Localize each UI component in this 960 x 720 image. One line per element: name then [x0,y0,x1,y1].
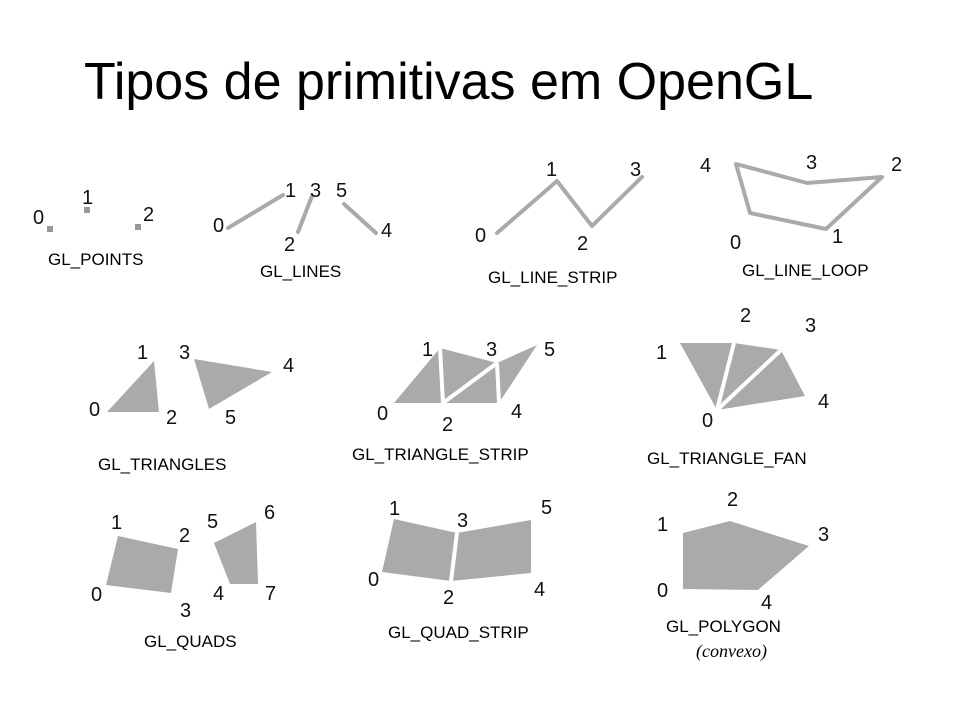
vertex-label-5: 5 [541,497,552,519]
edge-divider [715,342,736,411]
triangle-fan-shape [680,343,805,410]
gl-points-diagram: 0 1 2 GL_POINTS [33,187,154,269]
gl-triangle-fan-diagram: 0 1 2 3 4 GL_TRIANGLE_FAN [647,305,829,468]
gl-quad-strip-diagram: 0 1 2 3 4 5 GL_QUAD_STRIP [368,497,552,642]
gl-triangles-caption: GL_TRIANGLES [98,455,227,474]
vertex-label-4: 4 [700,155,711,177]
gl-line-strip-diagram: 0 1 2 3 GL_LINE_STRIP [475,159,644,287]
vertex-label-4: 4 [283,355,294,377]
vertex-label-5: 5 [336,180,347,202]
line-segment [342,202,378,235]
vertex-label-0: 0 [89,399,100,421]
vertex-label-4: 4 [761,592,772,614]
gl-line-strip-caption: GL_LINE_STRIP [488,268,617,287]
vertex-label-3: 3 [180,600,191,622]
vertex-label-5: 5 [544,339,555,361]
vertex-label-2: 2 [443,587,454,609]
vertex-label-4: 4 [213,583,224,605]
gl-triangle-fan-caption: GL_TRIANGLE_FAN [647,449,807,468]
vertex-label-0: 0 [368,569,379,591]
vertex-label-2: 2 [740,305,751,327]
vertex-label-1: 1 [657,514,668,536]
vertex-label-0: 0 [33,207,44,229]
vertex-label-3: 3 [486,339,497,361]
vertex-label-1: 1 [656,342,667,364]
vertex-label-2: 2 [442,414,453,436]
vertex-label-3: 3 [630,159,641,181]
vertex-label-3: 3 [310,180,321,202]
vertex-label-0: 0 [657,580,668,602]
vertex-label-2: 2 [166,407,177,429]
vertex-label-5: 5 [207,511,218,533]
gl-triangles-diagram: 0 1 2 3 4 5 GL_TRIANGLES [89,342,294,474]
gl-quads-diagram: 0 1 2 3 4 5 6 7 GL_QUADS [91,502,276,651]
vertex-label-1: 1 [82,187,93,209]
vertex-label-4: 4 [511,401,522,423]
triangle-strip-shape [394,345,537,403]
vertex-label-4: 4 [534,579,545,601]
vertex-label-4: 4 [818,391,829,413]
point-1 [84,207,90,213]
vertex-label-1: 1 [546,159,557,181]
vertex-label-3: 3 [818,524,829,546]
vertex-label-6: 6 [264,502,275,524]
gl-points-caption: GL_POINTS [48,250,143,269]
edge-divider [715,348,783,412]
vertex-label-2: 2 [727,489,738,511]
vertex-label-1: 1 [832,226,843,248]
triangle-shape [194,359,272,409]
vertex-label-2: 2 [179,525,190,547]
vertex-label-0: 0 [730,232,741,254]
vertex-label-7: 7 [265,583,276,605]
gl-lines-diagram: 0 1 2 3 4 5 GL_LINES [213,180,392,281]
vertex-label-4: 4 [381,220,392,242]
gl-quad-strip-caption: GL_QUAD_STRIP [388,623,529,642]
gl-line-loop-caption: GL_LINE_LOOP [742,261,869,280]
vertex-label-2: 2 [143,204,154,226]
vertex-label-2: 2 [891,154,902,176]
line-strip [495,175,644,235]
gl-polygon-caption: GL_POLYGON [666,617,781,636]
vertex-label-1: 1 [137,342,148,364]
gl-lines-caption: GL_LINES [260,262,341,281]
triangle-shape [107,361,159,412]
edge-divider [441,361,499,405]
vertex-label-3: 3 [805,315,816,337]
edge-divider [495,362,501,404]
gl-line-loop-diagram: 0 1 2 3 4 GL_LINE_LOOP [700,152,902,280]
polygon-shape [683,521,809,590]
quad-shape [214,522,258,584]
vertex-label-1: 1 [111,512,122,534]
vertex-label-0: 0 [377,403,388,425]
point-0 [47,226,53,232]
vertex-label-3: 3 [179,342,190,364]
vertex-label-0: 0 [702,410,713,432]
gl-triangle-strip-diagram: 0 1 2 3 4 5 GL_TRIANGLE_STRIP [352,339,555,464]
vertex-label-1: 1 [422,339,433,361]
vertex-label-0: 0 [213,215,224,237]
gl-triangle-strip-caption: GL_TRIANGLE_STRIP [352,445,529,464]
vertex-label-1: 1 [389,498,400,520]
gl-polygon-subcaption: (convexo) [696,641,767,662]
line-loop [734,162,884,231]
quad-shape [106,536,178,593]
vertex-label-0: 0 [91,584,102,606]
vertex-label-2: 2 [577,233,588,255]
line-segment [226,193,285,230]
vertex-label-5: 5 [225,407,236,429]
gl-quads-caption: GL_QUADS [144,632,237,651]
line-segment [296,194,314,234]
edge-divider [449,532,459,582]
gl-polygon-diagram: 0 1 2 3 4 GL_POLYGON (convexo) [657,489,829,662]
vertex-label-1: 1 [285,180,296,202]
vertex-label-3: 3 [457,510,468,532]
vertex-label-0: 0 [475,225,486,247]
point-2 [135,224,141,230]
vertex-label-3: 3 [806,152,817,174]
vertex-label-2: 2 [284,234,295,256]
edge-divider [438,347,445,404]
slide-title: Tipos de primitivas em OpenGL [84,53,814,111]
